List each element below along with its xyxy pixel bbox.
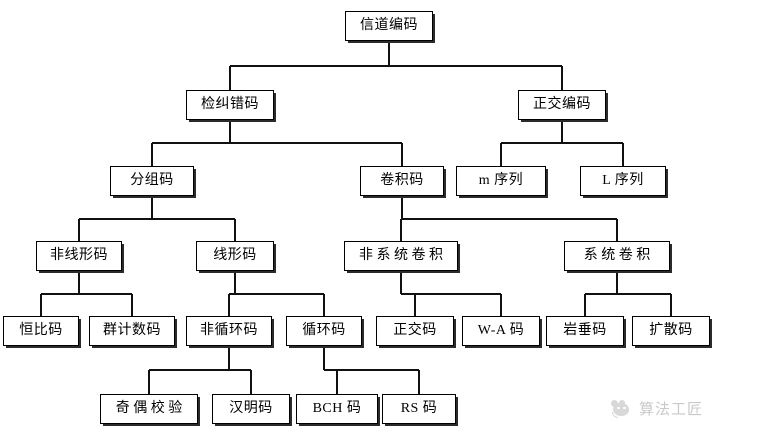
tree-node: 线形码: [196, 241, 274, 271]
tree-node-label: W-A 码: [477, 323, 525, 338]
watermark-label: 算法工匠: [639, 401, 704, 418]
tree-node: 奇偶校验: [100, 394, 198, 424]
tree-node: 正交编码: [518, 90, 606, 120]
tree-node: BCH 码: [296, 394, 378, 424]
tree-node: 检纠错码: [186, 90, 274, 120]
tree-node: 汉明码: [212, 394, 290, 424]
tree-node: 卷积码: [360, 166, 444, 196]
tree-node: 非系统卷积: [344, 241, 458, 271]
tree-node-label: 扩散码: [649, 323, 693, 338]
tree-node-label: 线形码: [213, 248, 257, 263]
tree-node-label: 恒比码: [19, 323, 63, 338]
tree-node: 分组码: [110, 166, 194, 196]
tree-node-label: 检纠错码: [201, 97, 259, 112]
tree-node: 非线形码: [36, 241, 122, 271]
tree-node-label: 非线形码: [50, 248, 108, 263]
tree-node: W-A 码: [462, 316, 540, 346]
tree-node-label: RS 码: [400, 401, 438, 416]
tree-node-label: 分组码: [130, 173, 174, 188]
tree-node-label: 群计数码: [103, 323, 161, 338]
tree-node-label: 正交码: [393, 323, 437, 338]
tree-node: 群计数码: [89, 316, 175, 346]
tree-node: 信道编码: [345, 11, 433, 41]
tree-node: 非循环码: [186, 316, 272, 346]
tree-node: 正交码: [376, 316, 454, 346]
tree-node-label: 循环码: [302, 323, 346, 338]
tree-node: 扩散码: [632, 316, 710, 346]
mascot-icon: [610, 399, 632, 418]
tree-node: L 序列: [580, 166, 666, 196]
tree-node: 系统卷积: [564, 241, 670, 271]
watermark: 算法工匠: [610, 398, 703, 419]
tree-node-label: L 序列: [602, 173, 644, 188]
tree-node-label: 岩垂码: [563, 323, 607, 338]
tree-node-label: 非系统卷积: [359, 248, 447, 263]
tree-node: m 序列: [456, 166, 546, 196]
tree-node-label: 系统卷积: [583, 248, 654, 263]
tree-node: 循环码: [286, 316, 362, 346]
tree-node-label: 卷积码: [380, 173, 424, 188]
tree-node-label: 信道编码: [360, 18, 418, 33]
tree-node-label: 非循环码: [200, 323, 258, 338]
tree-node-label: 正交编码: [533, 97, 591, 112]
tree-node: 岩垂码: [546, 316, 624, 346]
tree-node: RS 码: [382, 394, 456, 424]
tree-node-label: 汉明码: [229, 401, 273, 416]
tree-node: 恒比码: [3, 316, 79, 346]
tree-node-label: 奇偶校验: [115, 401, 186, 416]
tree-node-label: m 序列: [478, 173, 524, 188]
tree-node-label: BCH 码: [312, 401, 362, 416]
